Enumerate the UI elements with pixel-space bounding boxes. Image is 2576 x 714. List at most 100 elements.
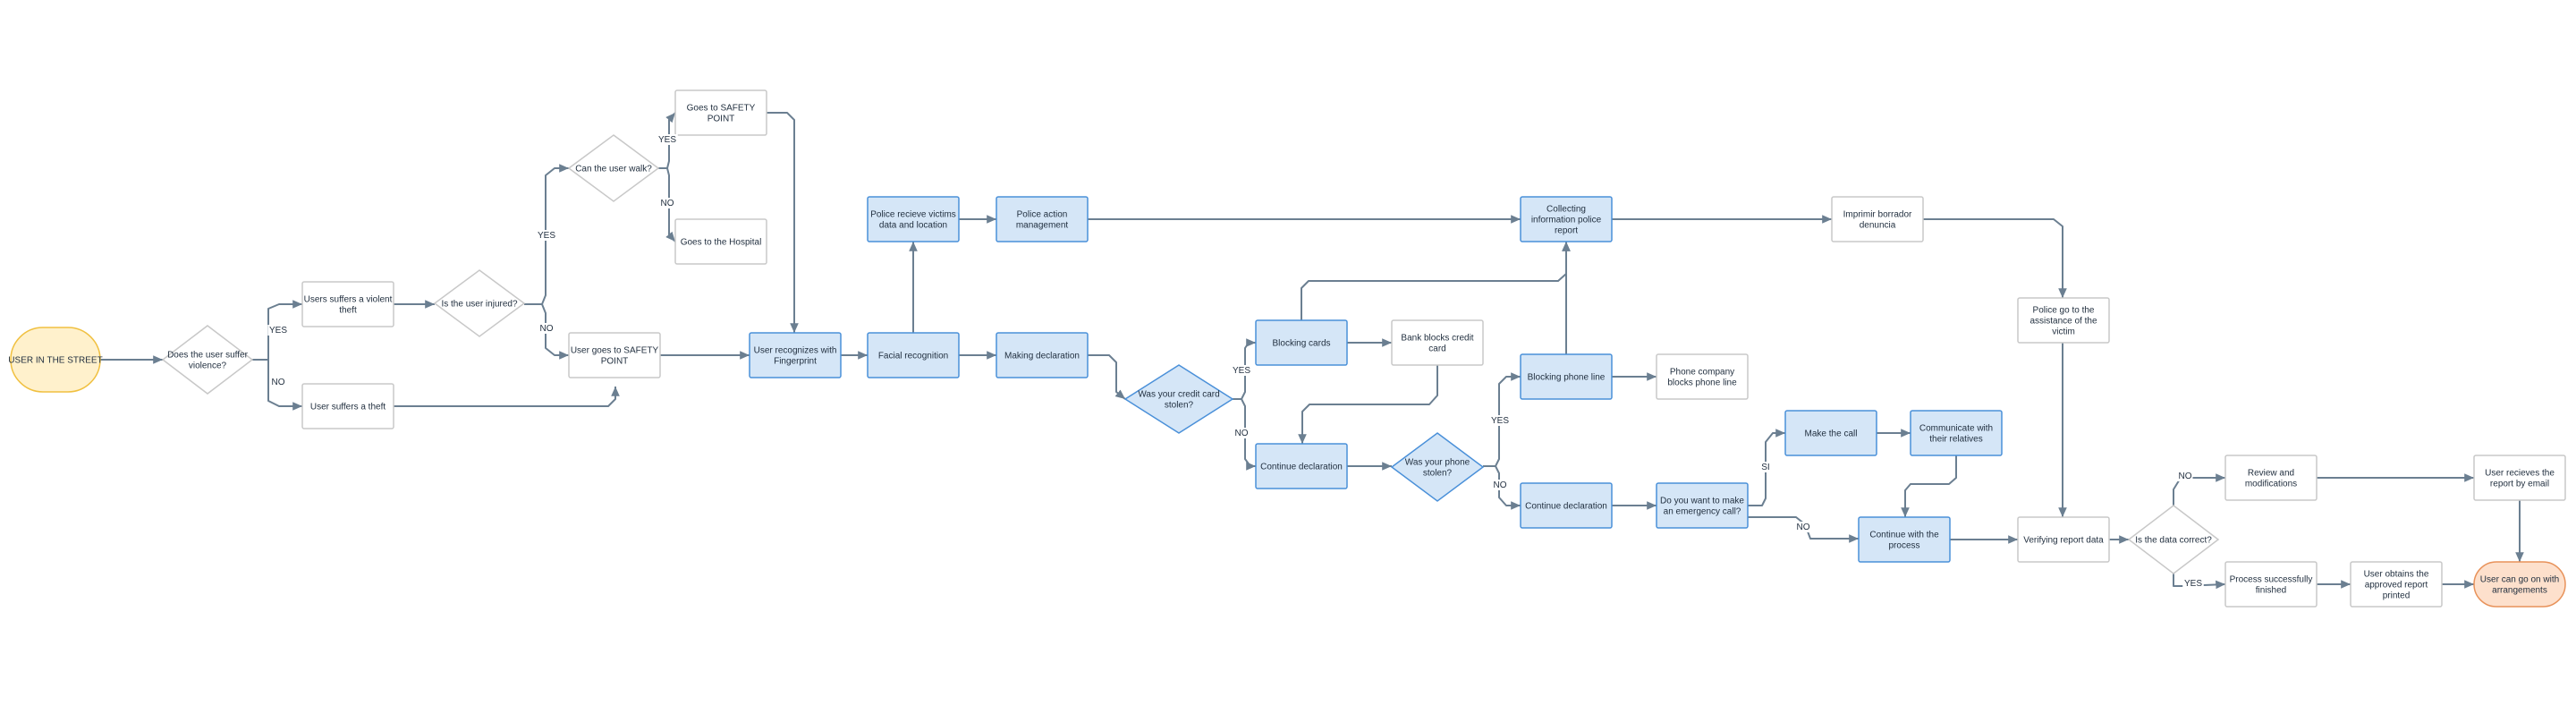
node-shape [1255, 443, 1348, 489]
node-shape [301, 281, 394, 327]
node-shape [433, 269, 526, 337]
node-continue1[interactable]: Continue declaration [1255, 443, 1348, 489]
node-theft[interactable]: User suffers a theft [301, 383, 394, 429]
edge-label-phone-no: NO [1494, 480, 1507, 490]
node-blocking-cards[interactable]: Blocking cards [1255, 319, 1348, 366]
node-facial[interactable]: Facial recognition [867, 332, 960, 378]
node-shape [867, 332, 960, 378]
node-label: POINT [601, 357, 629, 367]
node-label: their relatives [1929, 435, 1982, 445]
node-shape [1123, 364, 1234, 434]
node-declaration[interactable]: Making declaration [996, 332, 1089, 378]
node-label: Users suffers a violent [304, 295, 393, 305]
node-label: approved report [2365, 581, 2428, 591]
node-label: denuncia [1860, 221, 1896, 231]
edge-label-card-no: NO [1235, 429, 1249, 438]
edge-label-bg [2177, 471, 2193, 481]
node-label: modifications [2245, 480, 2297, 489]
node-label: Was your credit card [1138, 390, 1219, 400]
node-label: User suffers a theft [310, 403, 386, 412]
node-label: Goes to SAFETY [687, 104, 756, 114]
edge-label-bg [2182, 578, 2204, 589]
node-hospital[interactable]: Goes to the Hospital [674, 218, 767, 265]
node-label: card [1428, 344, 1445, 354]
node-start[interactable]: USER IN THE STREET [8, 327, 103, 393]
node-shape [674, 89, 767, 136]
edge-arrow [1088, 354, 1126, 400]
node-label: report [1555, 226, 1578, 236]
node-label: violence? [189, 361, 227, 371]
node-label: management [1016, 221, 1069, 231]
node-label: Is the data correct? [2135, 536, 2212, 546]
edge-label-injured-no: NO [540, 324, 554, 334]
node-label: User obtains the [2364, 570, 2429, 580]
edge-label-bg [536, 230, 557, 241]
node-label: data and location [879, 221, 947, 231]
node-label: Continue with the [1869, 531, 1939, 540]
node-shape [1784, 410, 1877, 456]
node-label: Bank blocks credit [1401, 334, 1473, 344]
edge-arrow [1298, 365, 1438, 444]
node-label: victim [2052, 327, 2075, 337]
node-q-walk[interactable]: Can the user walk? [567, 134, 660, 202]
node-shape [2224, 455, 2318, 501]
node-label: Making declaration [1004, 352, 1080, 361]
edge-label-bg [1231, 365, 1252, 376]
edge-label-bg [657, 134, 678, 145]
node-shape [2473, 561, 2566, 608]
node-shape [1255, 319, 1348, 366]
edge-arrow [1301, 242, 1571, 320]
node-q-injured[interactable]: Is the user injured? [433, 269, 526, 337]
node-shape [301, 383, 394, 429]
edge-label-emergency-no: NO [1797, 523, 1810, 532]
edge-arrow [2173, 473, 2225, 506]
edge-label-bg [270, 377, 286, 387]
edge-label-bg [1489, 415, 1511, 426]
node-shape [674, 218, 767, 265]
node-shape [2127, 505, 2220, 574]
node-label: Verifying report data [2023, 536, 2104, 546]
node-label: Fingerprint [774, 357, 817, 367]
node-verifying[interactable]: Verifying report data [2017, 516, 2110, 563]
node-label: Blocking cards [1272, 339, 1330, 349]
edge-label-emergency-si: SI [1761, 463, 1769, 472]
node-shape [161, 325, 254, 395]
node-label: Process successfully [2230, 575, 2313, 585]
node-label: Phone company [1670, 368, 1734, 378]
node-q-correct[interactable]: Is the data correct? [2127, 505, 2220, 574]
node-shape [996, 196, 1089, 242]
node-label: theft [339, 306, 357, 316]
node-continue2[interactable]: Continue declaration [1520, 482, 1613, 529]
node-blocking-phone[interactable]: Blocking phone line [1520, 353, 1613, 400]
node-label: POINT [708, 115, 735, 124]
node-label: USER IN THE STREET [8, 356, 102, 366]
node-shape [568, 332, 661, 378]
node-label: blocks phone line [1667, 378, 1737, 388]
node-make-call[interactable]: Make the call [1784, 410, 1877, 456]
node-shape [1656, 353, 1749, 400]
node-label: Does the user suffer [167, 351, 249, 361]
